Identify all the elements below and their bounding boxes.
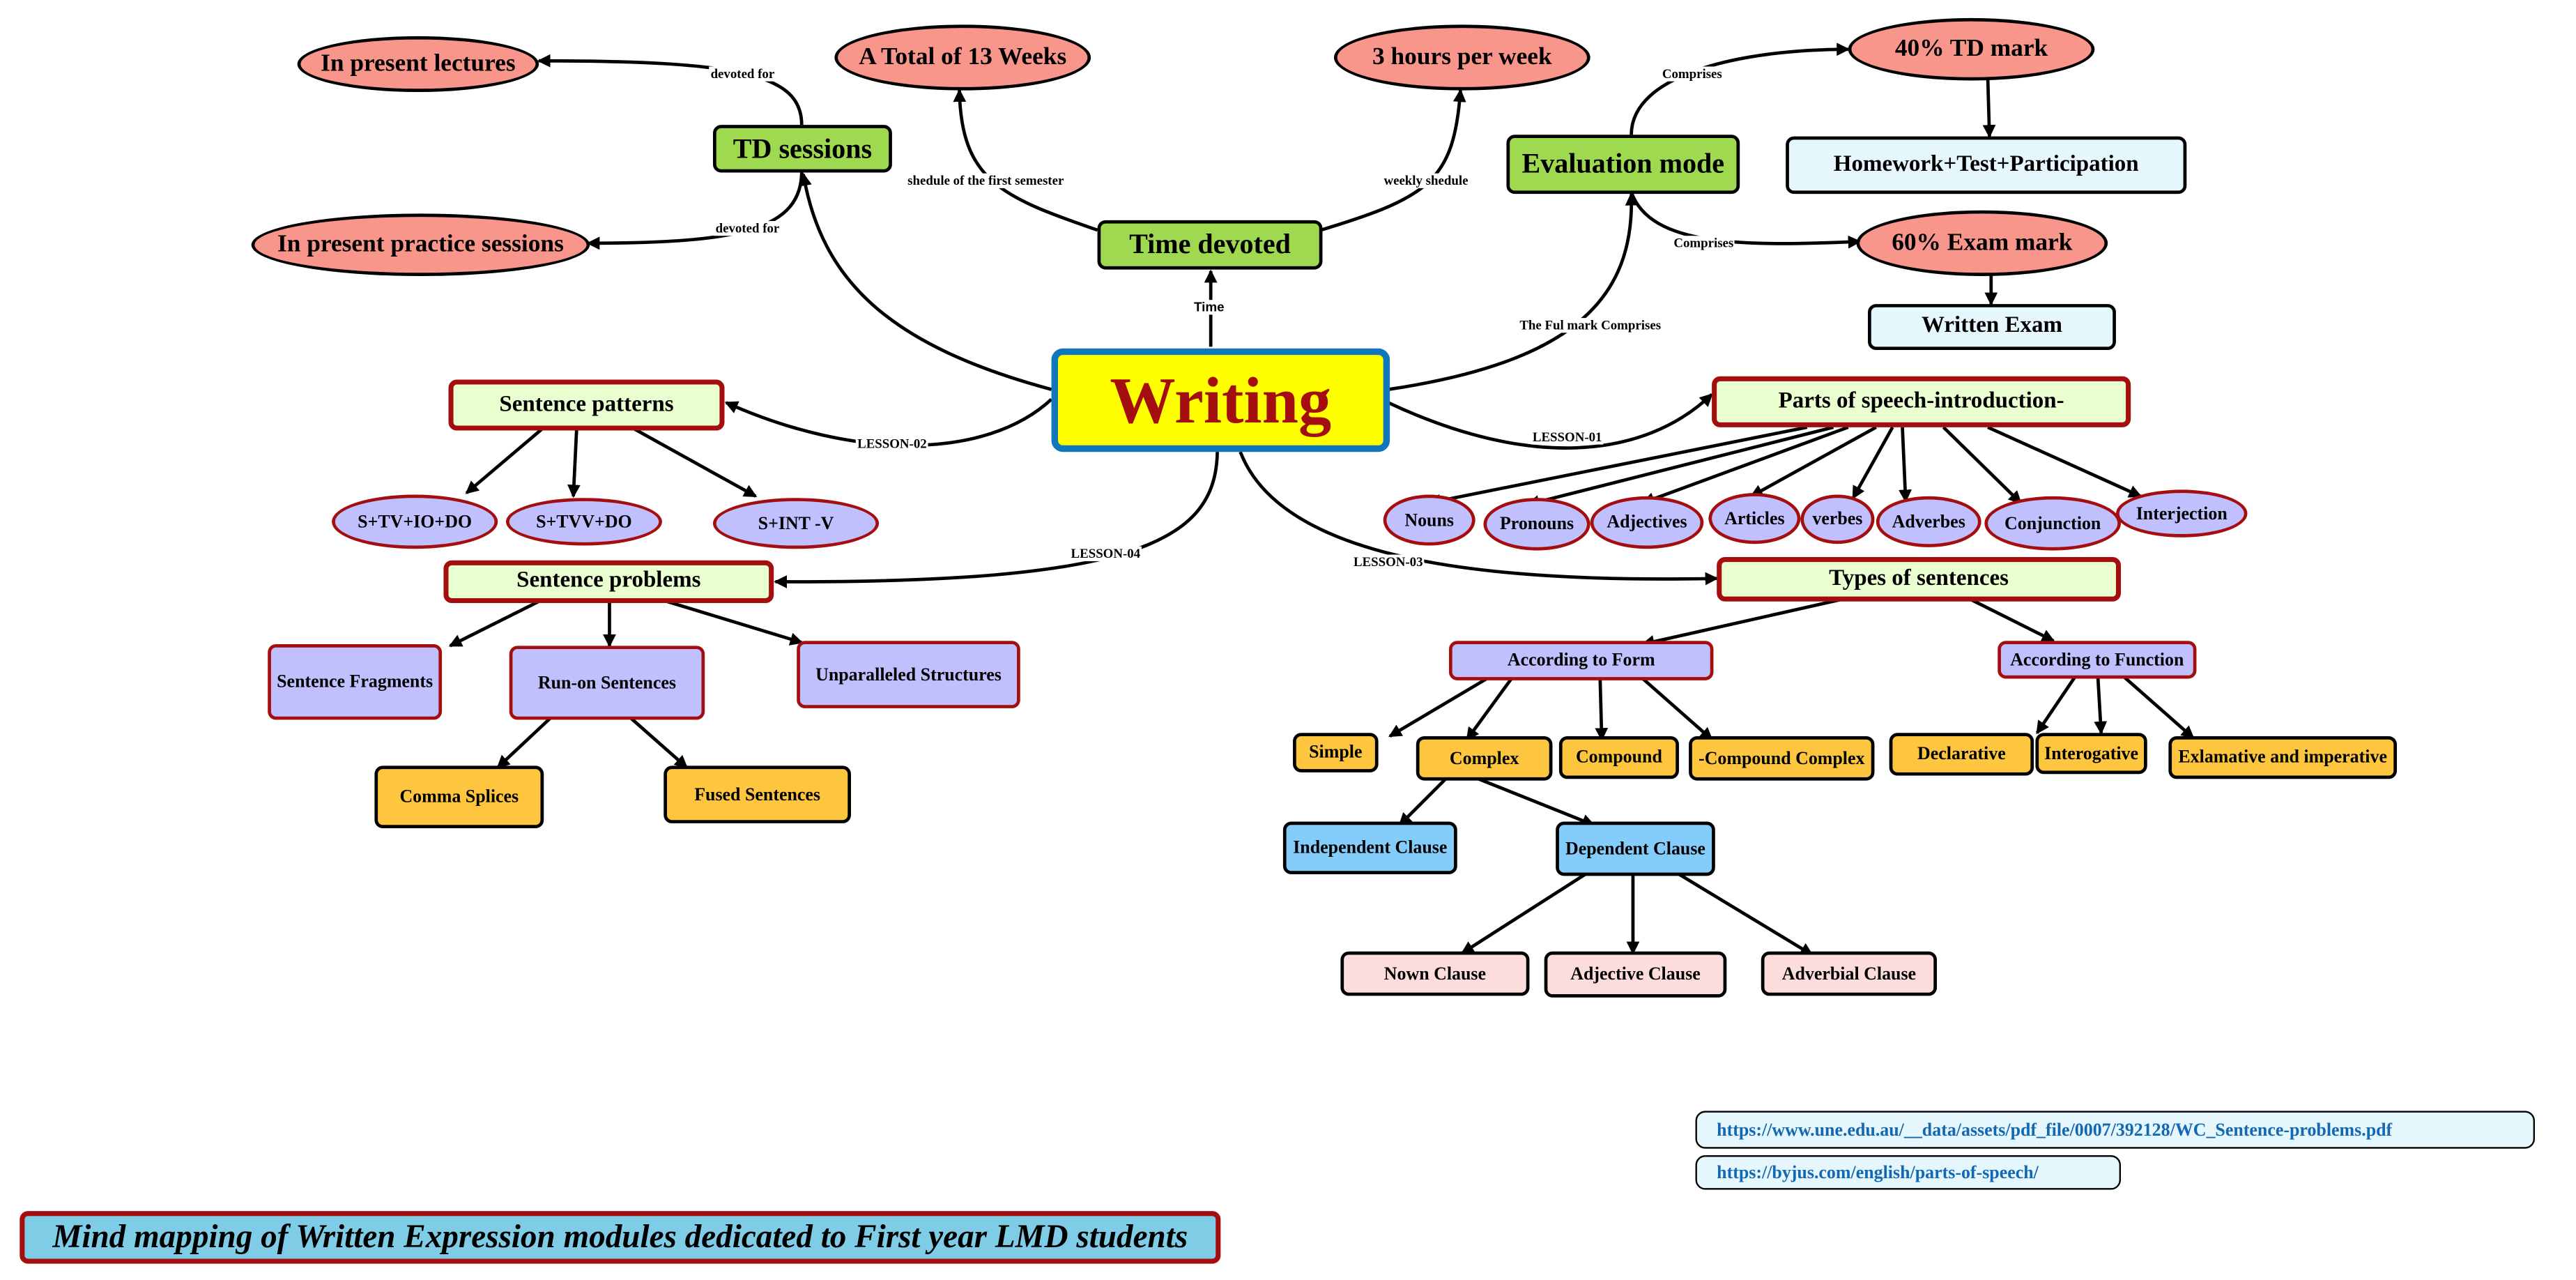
node-lectures: In present lectures	[297, 36, 539, 92]
node-adjective-clause: Adjective Clause	[1544, 951, 1727, 998]
edge-label: devoted for	[709, 66, 776, 82]
node-pattern: S+TVV+DO	[505, 498, 662, 546]
node-comma-splices: Comma Splices	[374, 765, 544, 828]
node-parts-of-speech: Parts of speech-introduction-	[1712, 376, 2131, 427]
edge-label: Time	[1192, 300, 1227, 315]
node-unparalleled: Unparalleled Structures	[797, 641, 1020, 708]
reference-link-byjus[interactable]: https://byjus.com/english/parts-of-speec…	[1695, 1155, 2122, 1190]
node-written-exam: Written Exam	[1868, 304, 2116, 351]
node-adverbial-clause: Adverbial Clause	[1761, 951, 1938, 996]
node-run-on: Run-on Sentences	[509, 646, 705, 720]
node-exlamative: Exlamative and imperative	[2168, 736, 2398, 779]
node-part-of-speech: Interjection	[2115, 489, 2248, 538]
edge-label: LESSON-01	[1531, 429, 1604, 445]
node-pattern: S+TV+IO+DO	[332, 494, 498, 549]
edge-label: devoted for	[714, 221, 781, 236]
node-types-of-sentences: Types of sentences	[1717, 557, 2122, 602]
node-according-form: According to Form	[1448, 641, 1714, 680]
node-fused: Fused Sentences	[664, 765, 851, 823]
node-part-of-speech: Conjunction	[1984, 496, 2122, 551]
node-compound: Compound	[1558, 736, 1679, 779]
edge-label: LESSON-03	[1351, 554, 1425, 570]
node-exam-mark: 60% Exam mark	[1856, 210, 2108, 276]
node-part-of-speech: Pronouns	[1483, 498, 1590, 551]
node-td-mark: 40% TD mark	[1848, 17, 2095, 81]
node-compound-complex: -Compound Complex	[1689, 736, 1875, 781]
central-node-writing: Writing	[1051, 348, 1390, 452]
node-according-function: According to Function	[1998, 641, 2197, 679]
node-part-of-speech: Adverbes	[1876, 496, 1981, 547]
edge-label: weekly shedule	[1382, 173, 1470, 188]
node-td-sessions: TD sessions	[712, 125, 892, 173]
node-part-of-speech: Adjectives	[1590, 496, 1704, 549]
node-dependent-clause: Dependent Clause	[1556, 821, 1715, 876]
reference-link-une[interactable]: https://www.une.edu.au/__data/assets/pdf…	[1695, 1111, 2536, 1149]
node-sentence-problems: Sentence problems	[443, 560, 774, 604]
node-practice: In present practice sessions	[251, 213, 590, 276]
edge-label: LESSON-04	[1069, 546, 1142, 561]
node-complex: Complex	[1416, 736, 1553, 781]
node-simple: Simple	[1293, 733, 1379, 772]
node-nown-clause: Nown Clause	[1340, 951, 1530, 996]
node-homework: Homework+Test+Participation	[1786, 136, 2187, 195]
node-pattern: S+INT -V	[712, 498, 880, 549]
node-interogative: Interogative	[2035, 733, 2147, 775]
node-sentence-patterns: Sentence patterns	[448, 379, 725, 431]
node-part-of-speech: Articles	[1708, 493, 1801, 544]
node-hours: 3 hours per week	[1333, 24, 1590, 91]
edge-label: shedule of the first semester	[905, 173, 1066, 188]
node-fragments: Sentence Fragments	[268, 643, 443, 720]
edge-label: LESSON-02	[855, 436, 929, 452]
map-title: Mind mapping of Written Expression modul…	[20, 1211, 1221, 1264]
node-part-of-speech: Nouns	[1383, 494, 1475, 546]
node-independent-clause: Independent Clause	[1282, 821, 1457, 874]
edge-label: Comprises	[1671, 236, 1735, 251]
node-declarative: Declarative	[1889, 733, 2034, 776]
node-evaluation-mode: Evaluation mode	[1506, 135, 1740, 195]
node-time-devoted: Time devoted	[1097, 220, 1323, 270]
node-part-of-speech: verbes	[1800, 494, 1875, 544]
edge-label: Comprises	[1660, 66, 1724, 82]
node-weeks: A Total of 13 Weeks	[834, 24, 1091, 91]
edge-label: The Ful mark Comprises	[1517, 318, 1663, 333]
